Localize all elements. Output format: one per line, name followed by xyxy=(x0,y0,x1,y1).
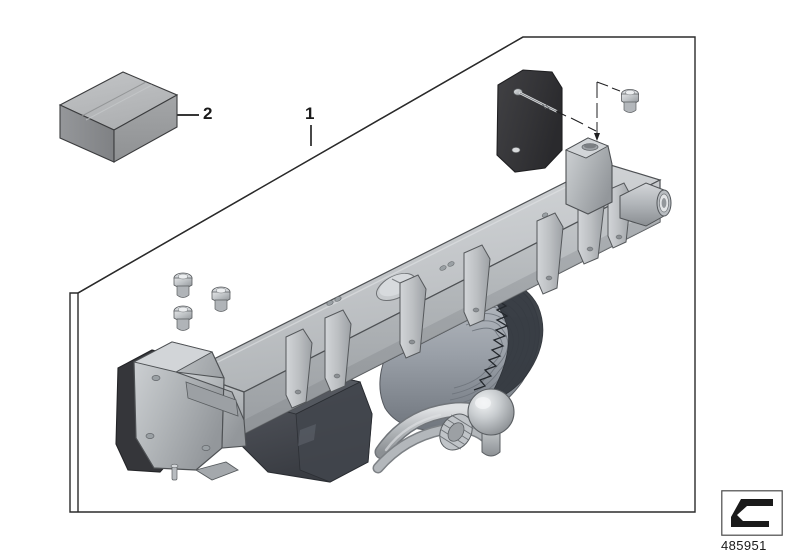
hex-bolt xyxy=(173,305,193,331)
assembly-axis-plate xyxy=(555,110,597,132)
mounting-tab xyxy=(324,309,352,393)
mounting-tab xyxy=(285,328,313,409)
mounting-tab xyxy=(463,244,491,327)
locking-collar xyxy=(438,413,474,451)
long-bolt xyxy=(513,88,558,113)
mounting-tab xyxy=(536,212,564,295)
bolt-cluster xyxy=(173,272,231,331)
left-end-bracket xyxy=(115,341,247,481)
hex-bolt xyxy=(173,272,193,298)
tow-ball xyxy=(372,388,515,474)
assembly-axis-arrowhead xyxy=(594,133,600,141)
kit-boundary-diagonal xyxy=(77,36,524,294)
part-number: 485951 xyxy=(721,538,767,553)
locating-pin xyxy=(170,463,179,481)
mounting-tab xyxy=(399,274,427,359)
direction-arrow-icon xyxy=(721,490,783,536)
callout-label-2: 2 xyxy=(203,104,213,123)
flange-bolt xyxy=(621,89,639,113)
mounting-plate xyxy=(496,69,563,173)
hex-bolt xyxy=(211,286,231,312)
assembly-axis-bolt xyxy=(596,81,621,92)
riser-bracket xyxy=(564,137,613,215)
carton-box xyxy=(58,71,179,163)
right-socket xyxy=(619,182,672,227)
callout-label-1: 1 xyxy=(305,104,315,123)
